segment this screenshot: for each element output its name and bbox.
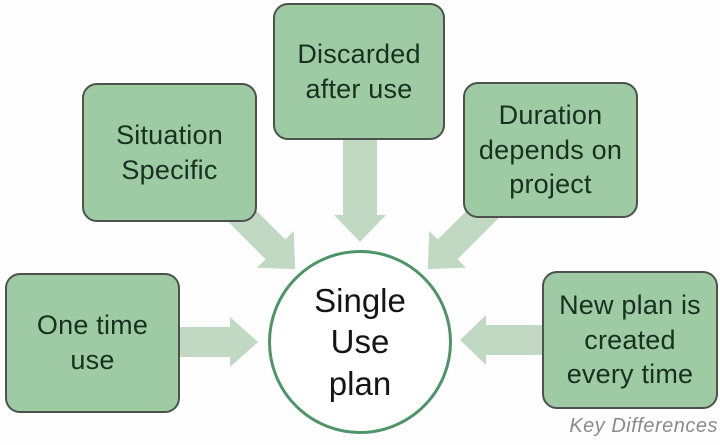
arrow-from-one-time-use-icon	[180, 317, 258, 367]
node-situation-specific-label: Situation Specific	[116, 119, 223, 185]
center-node-label: Single Use plan	[314, 282, 406, 402]
node-new-plan-created-every-time: New plan is created every time	[542, 271, 718, 409]
node-situation-specific: Situation Specific	[82, 83, 257, 222]
node-discarded-after-use-label: Discarded after use	[297, 38, 421, 104]
center-node-single-use-plan: Single Use plan	[268, 250, 452, 434]
node-duration-depends-on-project-label: Duration depends on project	[478, 100, 623, 200]
node-one-time-use-label: One time use	[36, 310, 149, 375]
arrow-from-new-plan-icon	[460, 315, 543, 365]
watermark-key-differences: Key Differences	[569, 415, 718, 437]
node-duration-depends-on-project: Duration depends on project	[463, 82, 638, 218]
node-new-plan-created-every-time-label: New plan is created every time	[559, 290, 701, 390]
arrow-from-discarded-icon	[334, 138, 386, 242]
node-discarded-after-use: Discarded after use	[273, 3, 445, 140]
node-one-time-use: One time use	[5, 273, 180, 413]
